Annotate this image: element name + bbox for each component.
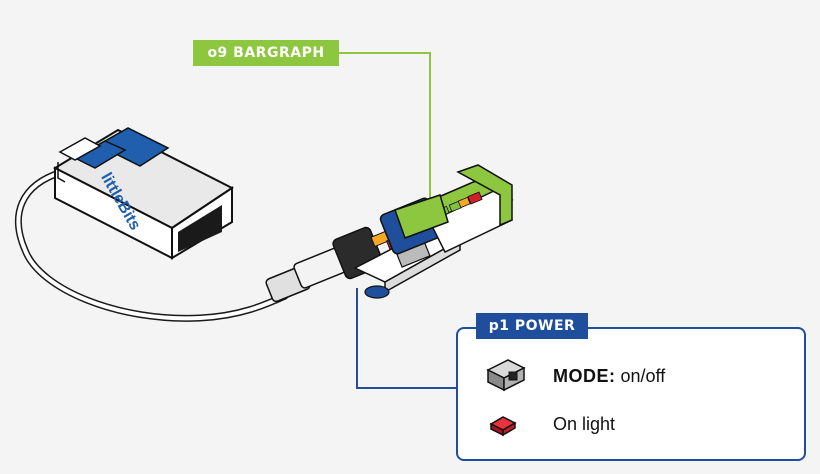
mode-value: on/off	[620, 366, 666, 386]
power-panel-title: p1 POWER	[476, 313, 588, 339]
battery-9v	[52, 127, 234, 260]
red-led-icon	[489, 416, 517, 437]
bargraph-callout-line	[339, 52, 431, 205]
power-callout-line	[356, 288, 456, 389]
mode-row: MODE: on/off	[553, 366, 665, 387]
slide-switch-icon	[486, 359, 526, 392]
mode-key: MODE:	[553, 366, 616, 386]
power-info-panel	[456, 327, 806, 461]
bargraph-tag: o9 BARGRAPH	[193, 40, 339, 66]
bargraph-module	[394, 164, 514, 253]
on-light-label: On light	[553, 414, 616, 434]
